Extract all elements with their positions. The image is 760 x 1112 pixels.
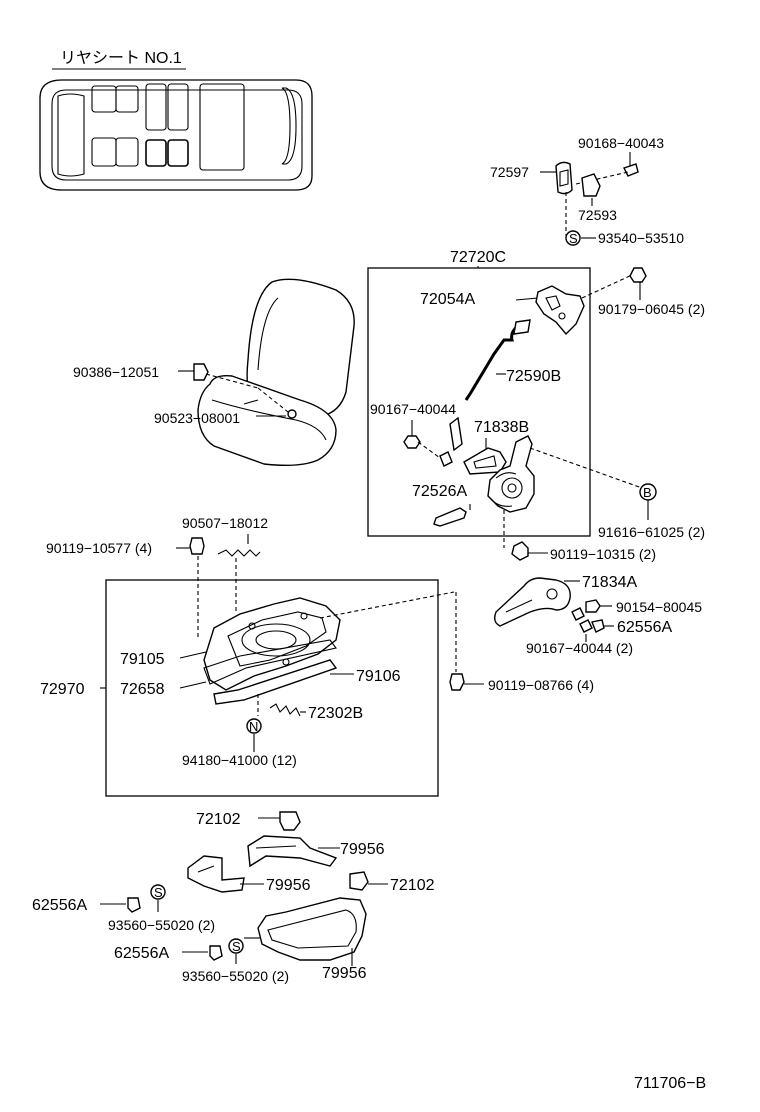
part-number: 71838B [474, 419, 529, 436]
nut-icon [287, 409, 297, 419]
reclining-assembly-box [367, 267, 591, 537]
part-number: 90167−40044 [370, 401, 456, 417]
cable-icon [464, 324, 519, 401]
part-number: 90168−40043 [578, 135, 664, 151]
cover-parts-group: 90168−40043 72597 72593 S 93540−53510 [490, 135, 684, 246]
s-marker: S [569, 231, 578, 246]
seat-track-frame-icon [203, 597, 341, 691]
part-number: 90167−40044 (2) [526, 640, 633, 656]
part-number: 91616−61025 (2) [598, 524, 705, 540]
front-bench-outline [57, 93, 85, 177]
clip-icon [585, 599, 601, 613]
seat-assembly-drawing: 90386−12051 90523−08001 [73, 278, 355, 467]
release-lever-icon [493, 577, 571, 627]
part-number: 93540−53510 [598, 230, 684, 246]
bolt-icon [189, 537, 205, 555]
part-number: 72102 [196, 811, 241, 828]
knob-cap-icon [581, 173, 601, 197]
part-number: 90507−18012 [182, 515, 268, 531]
nut-icon [403, 435, 421, 449]
assembly-number: 72970 [40, 681, 85, 698]
part-number: 93560−55020 (2) [108, 917, 215, 933]
part-number: 72302B [308, 705, 363, 722]
part-number: 62556A [617, 619, 672, 636]
part-number: 71834A [582, 574, 637, 591]
part-number: 72102 [390, 877, 435, 894]
part-number: 72597 [490, 164, 529, 180]
part-number: 72590B [506, 368, 561, 385]
spring-icon [269, 703, 301, 717]
lever-bracket-icon [463, 447, 507, 475]
part-number: 94180−41000 (12) [182, 752, 297, 768]
part-number: 90119−10577 (4) [46, 540, 152, 556]
part-number: 79956 [266, 877, 311, 894]
spring-icon [217, 549, 261, 557]
s-marker: S [154, 885, 163, 900]
n-marker: N [249, 719, 258, 734]
seat-icon-highlighted [167, 139, 189, 167]
cover-icon [555, 161, 573, 195]
s-marker-icon [150, 884, 166, 900]
part-number: 79105 [120, 651, 165, 668]
part-number: 90119−10315 (2) [550, 546, 656, 562]
part-number: 72593 [578, 207, 617, 223]
part-number: 79956 [340, 841, 385, 858]
bracket-cover-icon [187, 855, 245, 893]
n-marker-icon [246, 718, 262, 734]
part-number: 62556A [32, 897, 87, 914]
rear-bench-icon [199, 83, 245, 171]
rail-icon [213, 659, 338, 705]
seat-icon [145, 83, 167, 131]
seat-icon [115, 137, 139, 167]
assembly-number: 72720C [450, 249, 506, 266]
part-number: 72054A [420, 291, 475, 308]
part-number: 90523−08001 [154, 410, 240, 426]
seat-icon [115, 85, 139, 113]
lock-mechanism-icon [535, 285, 585, 336]
clip-icon [623, 163, 639, 177]
part-number: 72526A [412, 483, 467, 500]
s-marker: S [232, 939, 241, 954]
cover-group: 72102 79956 79956 72102 62556A S 93560−5… [32, 811, 435, 984]
part-number: 79106 [356, 668, 401, 685]
part-number: 79956 [322, 965, 367, 982]
part-number: 93560−55020 (2) [182, 968, 289, 984]
bolt-icon [511, 541, 529, 561]
part-number: 90119−08766 (4) [488, 677, 594, 693]
seat-location-map: リヤシート NO.1 [39, 50, 313, 191]
seat-icon-highlighted [145, 139, 167, 167]
part-number: 72658 [120, 681, 165, 698]
screw-icon [571, 607, 585, 621]
cap-icon [591, 619, 605, 633]
seat-icon [167, 83, 189, 131]
cap-icon [209, 945, 223, 961]
end-cover-icon [257, 897, 367, 961]
clip-icon [279, 811, 301, 831]
section-label: リヤシート NO.1 [60, 50, 182, 67]
part-number: 90154−80045 [616, 599, 702, 615]
lever-group: 71834A 90154−80045 62556A 90167−40044 (2… [493, 574, 702, 656]
nut-icon [629, 267, 647, 283]
part-number: 90179−06045 (2) [598, 301, 705, 317]
track-assembly: 90507−18012 90119−10577 (4) 72970 90119−… [40, 515, 594, 797]
bolt-icon [449, 673, 465, 691]
clip-icon [349, 871, 369, 891]
screw-icon [579, 619, 593, 633]
part-number: 62556A [114, 945, 169, 962]
pin-icon [449, 416, 463, 452]
s-marker-icon [565, 230, 581, 246]
cap-icon [127, 897, 141, 913]
seat-icon [91, 137, 117, 167]
side-cover-icon [247, 835, 338, 868]
handle-grip-icon [433, 507, 467, 527]
part-number: 90386−12051 [73, 364, 159, 380]
recliner-hinge-icon [487, 435, 535, 513]
s-marker-icon [228, 938, 244, 954]
seat-cushion-icon [197, 374, 337, 467]
reclining-assembly: 72720C 72054A 90179−06045 (2) 72590B 901… [367, 249, 705, 562]
figure-code: 711706−B [634, 1075, 706, 1092]
bolt-icon [193, 363, 209, 381]
b-marker: B [643, 485, 652, 500]
